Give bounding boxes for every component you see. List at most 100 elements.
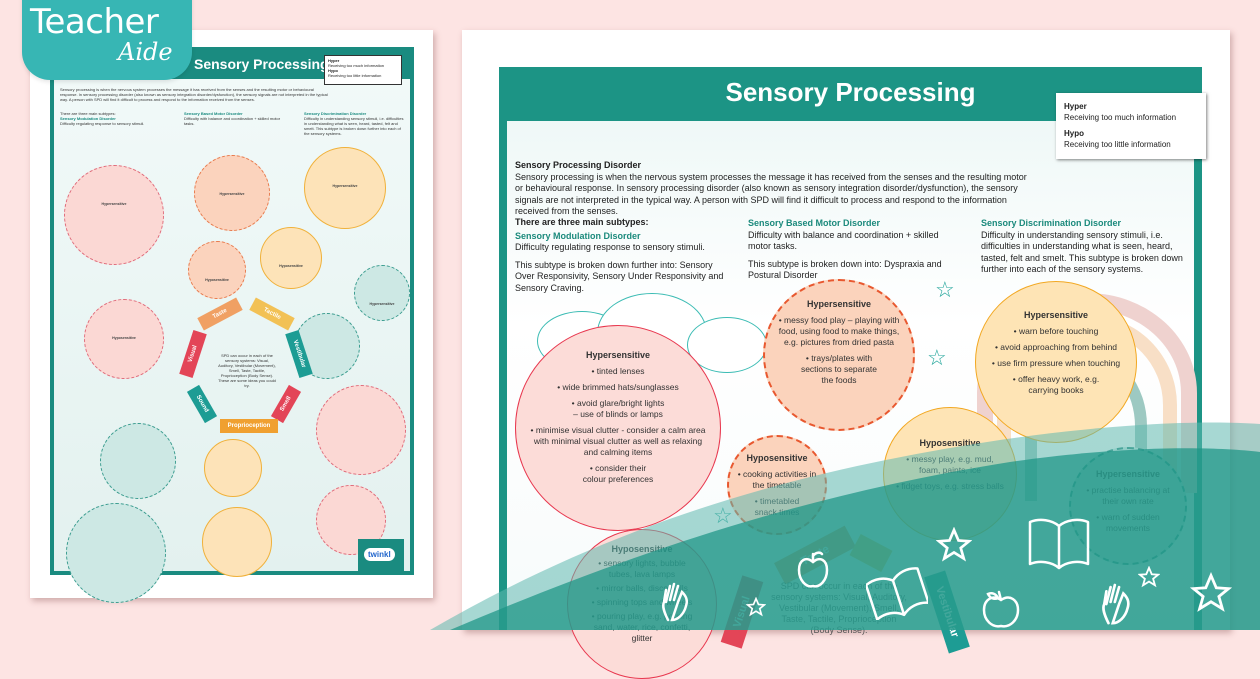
visual-hypersensitive-circle: Hypersensitive • tinted lenses • wide br…	[515, 325, 721, 531]
spd-heading: Sensory Processing Disorder	[515, 160, 642, 170]
circle-item: • use firm pressure when touching	[991, 358, 1121, 368]
thumb-subtype-motor: Sensory Based Motor Disorder Difficulty …	[184, 111, 284, 126]
star-icon: ☆	[935, 277, 955, 302]
thumb-circle-proprioception-hyper	[202, 507, 272, 577]
circle-item: • cooking activities in the timetable	[737, 469, 817, 490]
circle-item: • fidget toys, e.g. stress balls	[896, 481, 1004, 491]
modulation-detail: This subtype is broken down further into…	[515, 259, 724, 293]
logo-text-teacher: Teacher	[30, 2, 159, 42]
document-frame: Sensory Processing Hyper Receiving too m…	[499, 67, 1206, 679]
circle-item: • practise balancing at their own rate	[1086, 485, 1170, 506]
thumb-sense-sound: Sound	[186, 384, 218, 424]
key-hyper-label: Hyper	[1064, 102, 1087, 111]
thumb-subtype-modulation: There are three main subtypes: Sensory M…	[60, 111, 160, 126]
thumb-motor-heading: Sensory Based Motor Disorder	[184, 111, 243, 116]
star-icon	[936, 527, 972, 562]
book-icon	[1028, 518, 1090, 570]
circle-heading: Hypersensitive	[585, 350, 651, 360]
discrimination-heading: Sensory Discrimination Disorder	[981, 218, 1122, 228]
logo-text-aide: Aide	[118, 38, 173, 66]
sense-vestibular-label: Vestibular	[924, 570, 970, 654]
thumb-sense-proprioception: Proprioception	[220, 419, 278, 433]
document-preview-page[interactable]: Sensory Processing Hyper Receiving too m…	[462, 30, 1230, 679]
thumb-spd-text: Sensory processing is when the nervous s…	[60, 87, 328, 102]
circle-item: • warn of sudden movements	[1096, 512, 1160, 533]
circle-heading: Hypersensitive	[806, 299, 872, 309]
thumb-circle-taste-hypo: Hyposensitive	[188, 241, 246, 299]
thumb-circle-tactile-hyper: Hypersensitive	[304, 147, 386, 229]
circle-item: • warn before touching	[1013, 326, 1099, 336]
thumb-subtype-discrimination: Sensory Discrimination Disorder Difficul…	[304, 111, 404, 136]
cloud-decoration	[687, 317, 767, 373]
thumb-circle-visual-hyper: Hypersensitive	[64, 165, 164, 265]
apple-icon	[982, 590, 1020, 628]
motor-heading: Sensory Based Motor Disorder	[748, 218, 881, 228]
visual-hyposensitive-circle: Hyposensitive • sensory lights, bubble t…	[567, 529, 717, 679]
circle-heading: Hypersensitive	[1095, 469, 1161, 479]
discrimination-desc: Difficulty in understanding sensory stim…	[981, 229, 1183, 275]
hand-icon	[1102, 583, 1130, 625]
thumbnail-key: Hyper Receiving too much information Hyp…	[324, 55, 402, 85]
thumb-sense-tactile: Tactile	[249, 297, 295, 331]
circle-heading: Hyposensitive	[746, 453, 808, 463]
twinkl-logo: twinkl	[358, 539, 404, 571]
circle-heading: Hypersensitive	[1023, 310, 1089, 320]
thumb-key-hypo: Hypo	[328, 68, 338, 73]
motor-detail: This subtype is broken down into: Dyspra…	[748, 258, 942, 281]
thumb-discrimination-heading: Sensory Discrimination Disorder	[304, 111, 367, 116]
thumb-key-hypo-desc: Receiving too little information	[328, 73, 382, 78]
thumbnail-page[interactable]: Sensory Processing Hyper Receiving too m…	[30, 30, 433, 603]
star-icon: ☆	[927, 345, 947, 370]
key-hypo-desc: Receiving too little information	[1064, 140, 1171, 149]
thumb-key-hyper-desc: Receiving too much information	[328, 63, 385, 68]
subtypes-intro: There are three main subtypes:	[515, 217, 649, 227]
circle-item: • trays/plates with sections to separate…	[800, 353, 878, 385]
apple-icon	[797, 551, 829, 588]
star-icon	[746, 597, 766, 617]
thumb-key-hyper: Hyper	[328, 58, 340, 63]
teacher-aide-logo: Teacher Aide	[22, 0, 192, 80]
thumbnail-frame: Sensory Processing Hyper Receiving too m…	[50, 47, 414, 603]
circle-item: • sensory lights, bubble tubes, lava lam…	[598, 558, 686, 579]
thumb-discrimination-desc: Difficulty in understanding sensory stim…	[304, 116, 404, 136]
circle-heading: Hyposensitive	[611, 544, 673, 554]
circle-item: • offer heavy work, e.g. carrying books	[1012, 374, 1100, 395]
subtype-modulation: There are three main subtypes: Sensory M…	[515, 217, 725, 300]
circle-item: • minimise visual clutter - consider a c…	[530, 425, 706, 457]
star-icon: ☆	[713, 503, 733, 528]
thumb-sense-visual: Visual	[179, 329, 207, 379]
hyper-hypo-key: Hyper Receiving too much information Hyp…	[1056, 93, 1206, 159]
taste-hypersensitive-circle: Hypersensitive • messy food play – playi…	[763, 279, 915, 431]
circle-item: • avoid glare/bright lights – use of bli…	[571, 398, 665, 419]
thumb-circle-sound-hypo	[100, 423, 176, 499]
modulation-desc: Difficulty regulating response to sensor…	[515, 242, 705, 252]
subtype-discrimination: Sensory Discrimination Disorder Difficul…	[981, 218, 1196, 282]
taste-hyposensitive-circle: Hyposensitive • cooking activities in th…	[727, 435, 827, 535]
hand-icon	[661, 582, 689, 622]
thumb-modulation-heading: Sensory Modulation Disorder	[60, 116, 116, 121]
thumb-circle-smell-hyper	[316, 385, 406, 475]
subtype-motor: Sensory Based Motor Disorder Difficulty …	[748, 218, 948, 288]
circle-item: • messy food play – playing with food, u…	[778, 315, 900, 347]
spd-intro: Sensory Processing Disorder Sensory proc…	[515, 160, 1035, 218]
key-hypo-label: Hypo	[1064, 129, 1084, 138]
circle-item: • tinted lenses	[591, 366, 645, 376]
modulation-heading: Sensory Modulation Disorder	[515, 230, 641, 241]
spd-body: Sensory processing is when the nervous s…	[515, 171, 1027, 217]
thumb-modulation-desc: Difficulty regulating response to sensor…	[60, 121, 145, 126]
document-title: Sensory Processing	[725, 77, 976, 107]
star-icon	[1138, 566, 1160, 588]
circle-heading: Hyposensitive	[919, 438, 981, 448]
thumb-circle-visual-hypo: Hyposensitive	[84, 299, 164, 379]
circle-item: • wide brimmed hats/sunglasses	[557, 382, 679, 392]
thumb-circle-sound-hyper	[66, 503, 166, 603]
thumb-center-text: SPD can occur in each of the sensory sys…	[218, 353, 276, 388]
thumb-circle-taste-hyper: Hypersensitive	[194, 155, 270, 231]
circle-item: • timetabled snack times	[754, 496, 800, 517]
book-icon	[866, 567, 928, 620]
thumb-circle-vestibular-hyper: Hypersensitive	[354, 265, 410, 321]
thumbnail-title: Sensory Processing	[194, 56, 329, 72]
thumb-motor-desc: Difficulty with balance and coordination…	[184, 116, 281, 126]
circle-item: • messy play, e.g. mud, foam, paints, ic…	[906, 454, 994, 475]
thumb-circle-proprioception-hypo	[204, 439, 262, 497]
